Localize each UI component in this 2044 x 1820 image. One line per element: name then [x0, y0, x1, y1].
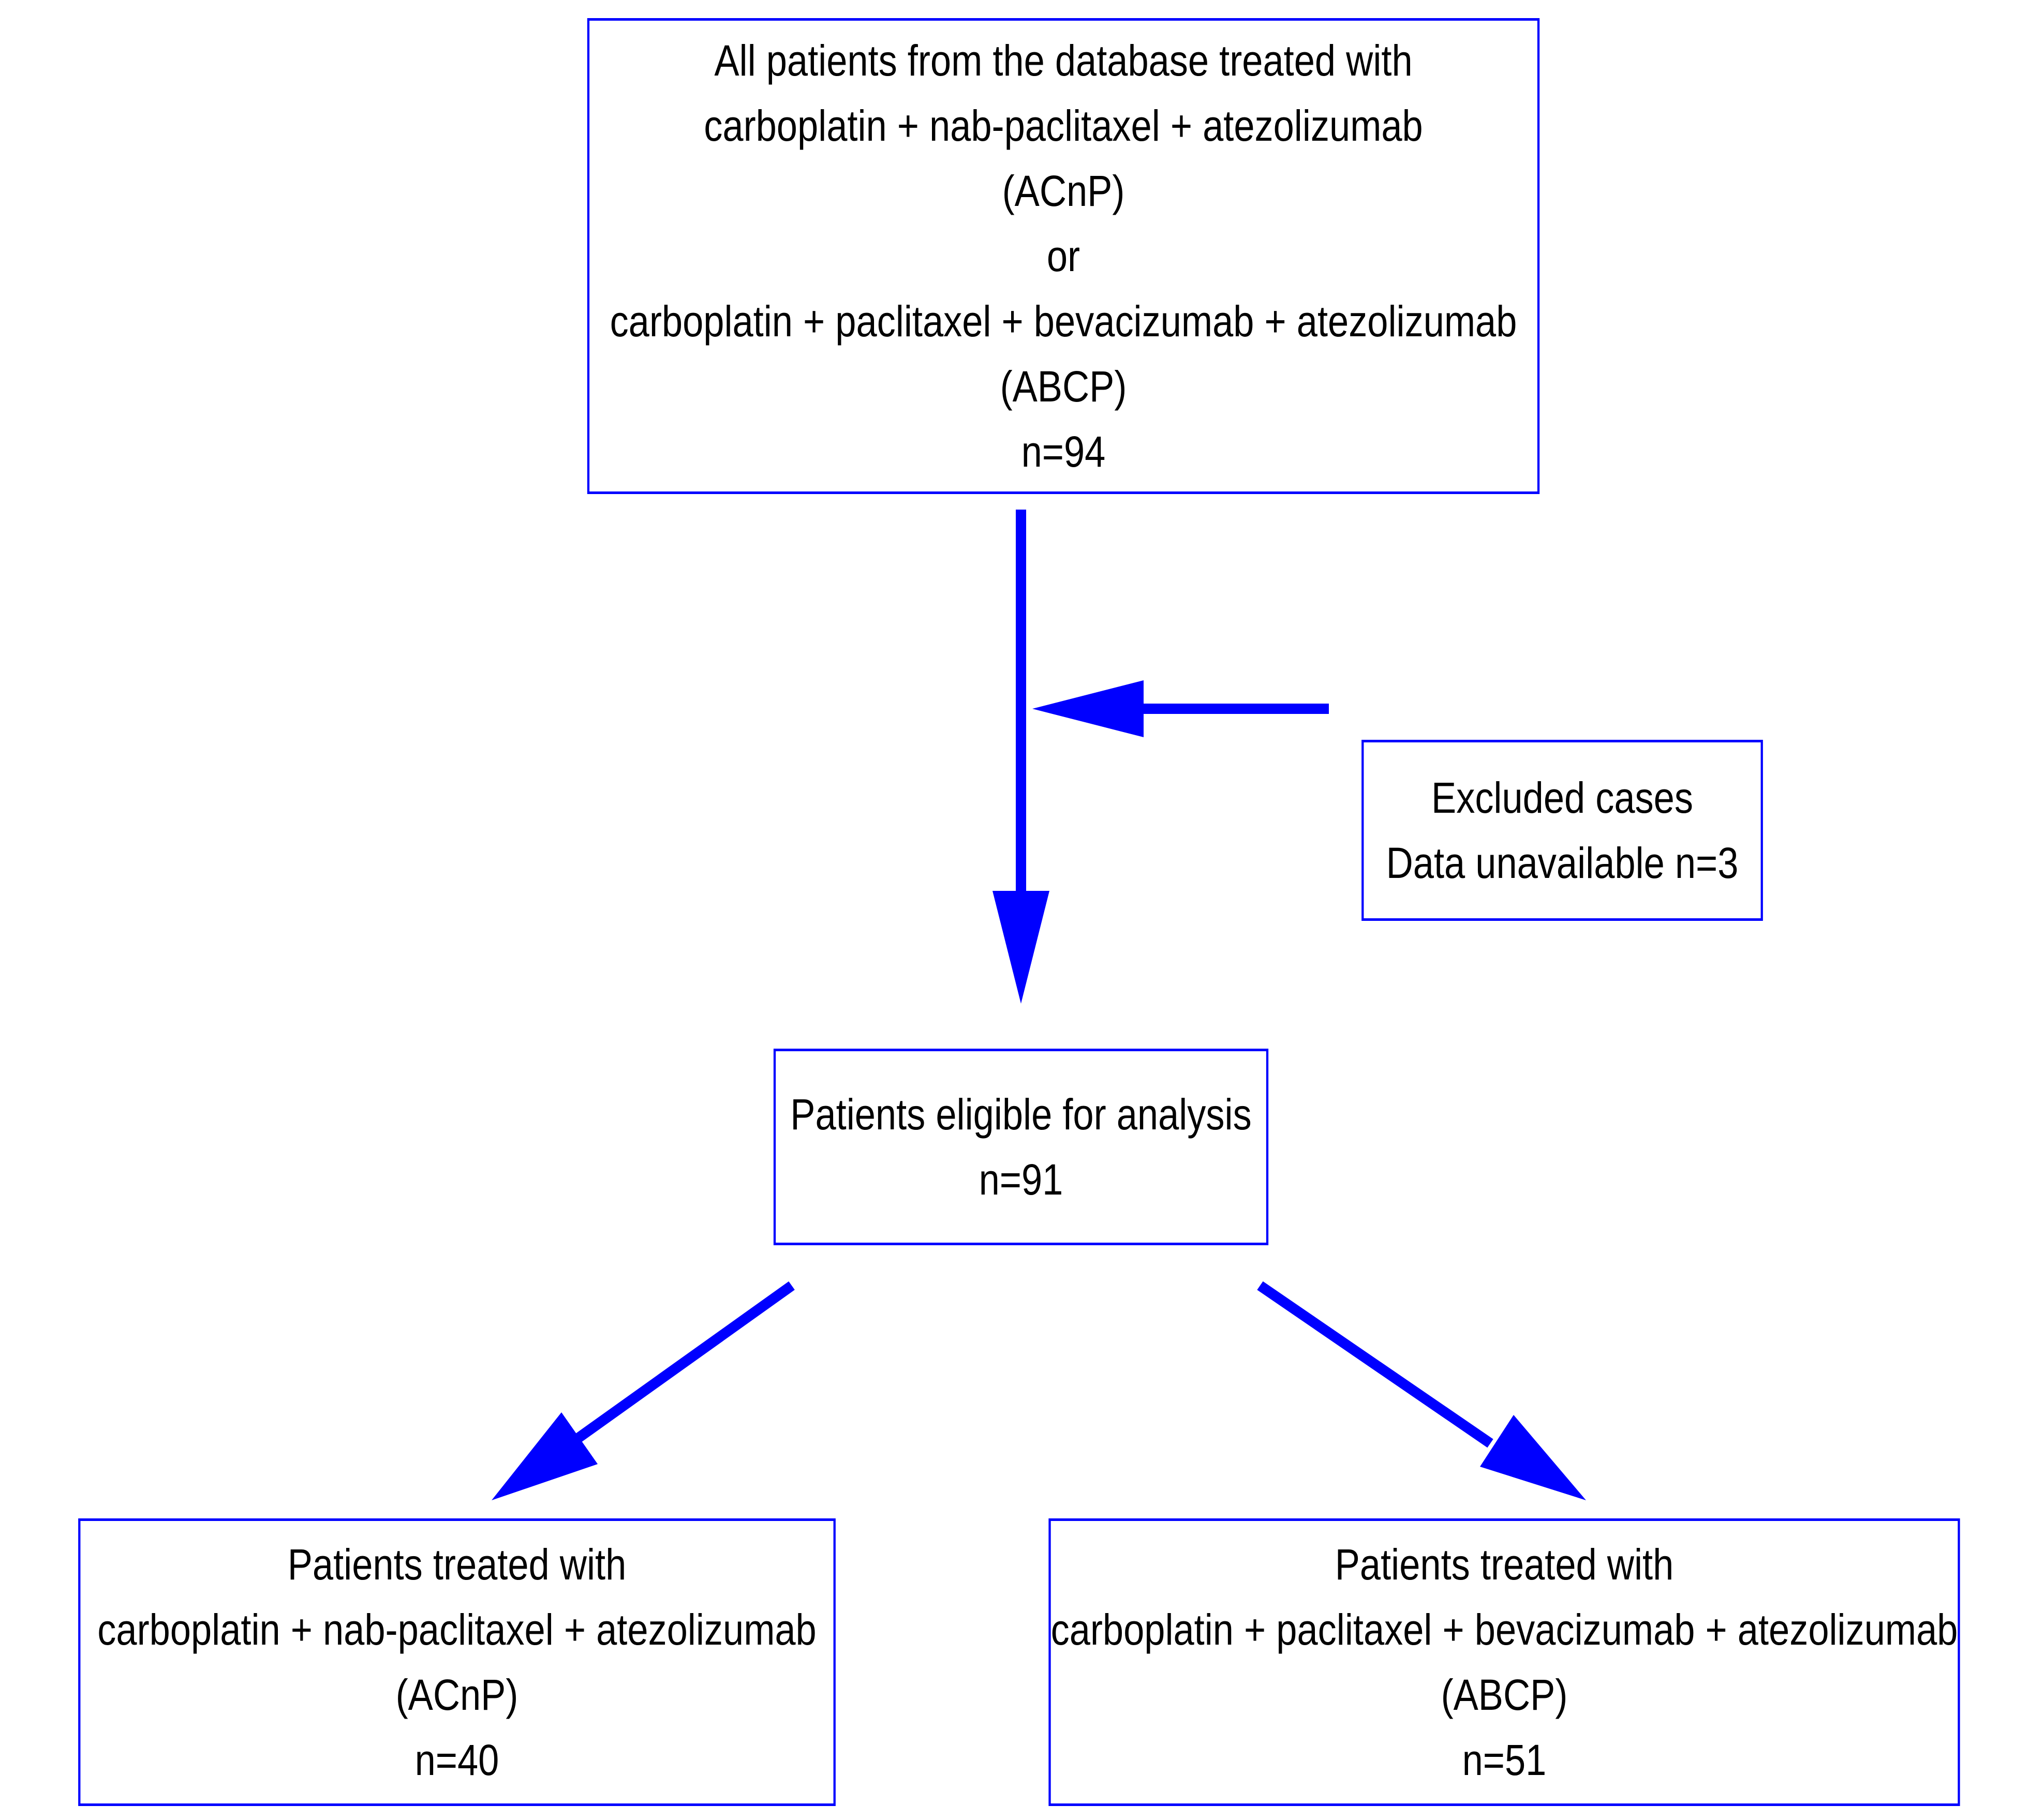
- all-patients-line-4: or: [1046, 232, 1080, 280]
- excluded-cases-box: Excluded cases Data unavailable n=3: [1361, 740, 1763, 921]
- arrow-to-acnp: [492, 1281, 795, 1500]
- acnp-group-box: Patients treated with carboplatin + nab-…: [78, 1518, 836, 1806]
- all-patients-line-5: carboplatin + paclitaxel + bevacizumab +…: [610, 297, 1517, 346]
- abcp-group-count: n=51: [1462, 1736, 1547, 1784]
- arrow-excluded: [1032, 680, 1329, 737]
- excluded-cases-title: Excluded cases: [1431, 773, 1693, 822]
- all-patients-box: All patients from the database treated w…: [587, 18, 1540, 494]
- acnp-group-line-3: (ACnP): [395, 1670, 519, 1719]
- eligible-patients-box: Patients eligible for analysis n=91: [773, 1049, 1269, 1245]
- arrow-to-acnp-head: [492, 1412, 598, 1500]
- excluded-cases-count: Data unavailable n=3: [1386, 839, 1739, 887]
- arrow-to-abcp-head: [1480, 1415, 1586, 1500]
- arrow-to-abcp: [1257, 1281, 1586, 1500]
- abcp-group-box: Patients treated with carboplatin + pacl…: [1048, 1518, 1960, 1806]
- arrow-to-abcp-shaft: [1257, 1281, 1493, 1448]
- all-patients-line-1: All patients from the database treated w…: [714, 36, 1413, 85]
- acnp-group-line-1: Patients treated with: [287, 1540, 627, 1589]
- arrow-main-down: [993, 510, 1049, 1004]
- all-patients-count: n=94: [1021, 427, 1106, 476]
- arrow-main-down-head: [993, 891, 1049, 1004]
- all-patients-line-2: carboplatin + nab-paclitaxel + atezolizu…: [704, 101, 1423, 150]
- eligible-patients-title: Patients eligible for analysis: [790, 1090, 1252, 1139]
- arrow-excluded-head: [1032, 680, 1144, 737]
- abcp-group-line-1: Patients treated with: [1335, 1540, 1674, 1589]
- acnp-group-count: n=40: [414, 1736, 499, 1784]
- abcp-group-line-3: (ABCP): [1441, 1670, 1568, 1719]
- all-patients-line-6: (ABCP): [1000, 362, 1127, 411]
- arrow-to-acnp-shaft: [571, 1281, 795, 1445]
- all-patients-line-3: (ACnP): [1002, 167, 1125, 215]
- eligible-patients-count: n=91: [979, 1155, 1063, 1204]
- acnp-group-line-2: carboplatin + nab-paclitaxel + atezolizu…: [97, 1605, 817, 1654]
- abcp-group-line-2: carboplatin + paclitaxel + bevacizumab +…: [1050, 1605, 1958, 1654]
